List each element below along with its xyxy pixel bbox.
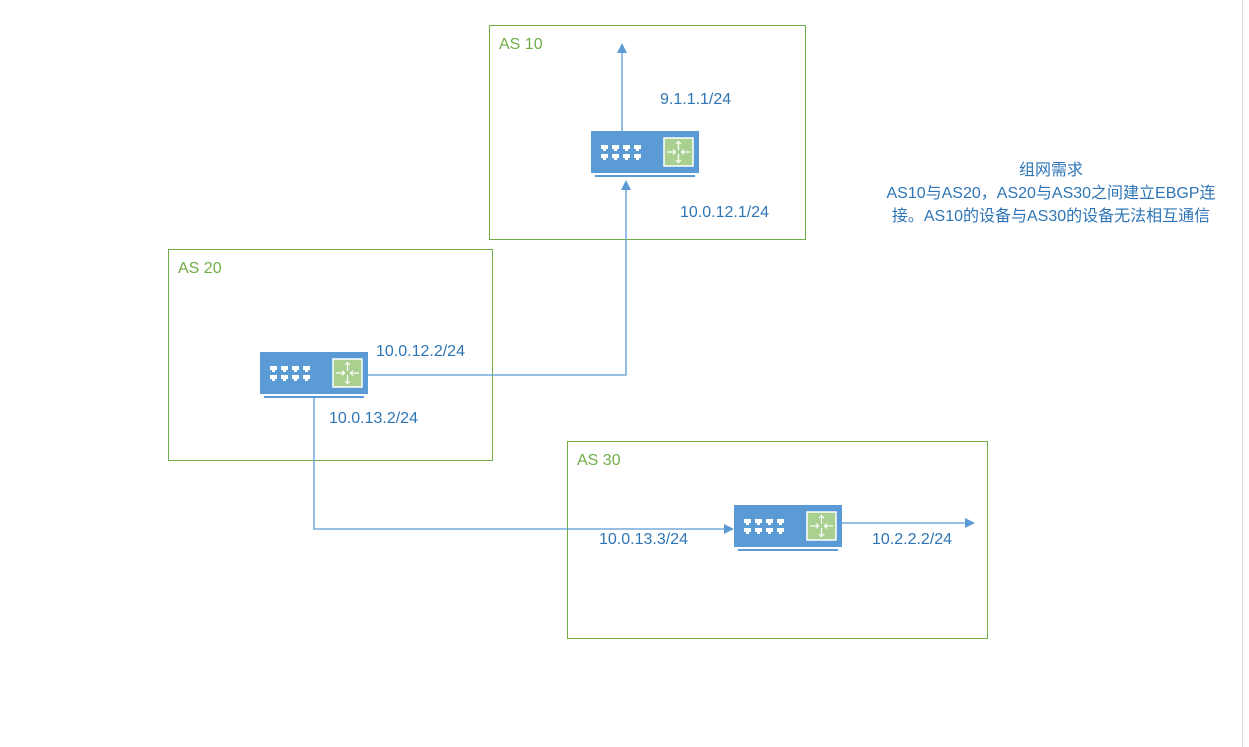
r3-uplink-ip: 10.2.2.2/24 (872, 531, 953, 548)
r2-r3-link (313, 396, 734, 534)
r1-to-r2-ip: 10.0.12.1/24 (680, 204, 769, 221)
as20-box (168, 249, 493, 461)
as30-box (567, 441, 988, 639)
requirements-block: 组网需求 AS10与AS20，AS20与AS30之间建立EBGP连 接。AS10… (866, 159, 1236, 228)
as10-label: AS 10 (499, 36, 543, 53)
r3-to-r2-ip: 10.0.13.3/24 (599, 531, 688, 548)
requirements-line2: 接。AS10的设备与AS30的设备无法相互通信 (891, 208, 1211, 225)
requirements-line1: AS10与AS20，AS20与AS30之间建立EBGP连 (886, 185, 1216, 202)
r2-to-r3-ip: 10.0.13.2/24 (329, 410, 418, 427)
router-r2-icon (259, 351, 369, 399)
page-edge-divider (1242, 0, 1243, 747)
r1-uplink-ip: 9.1.1.1/24 (660, 91, 732, 108)
as10-box (489, 25, 806, 240)
r2-r1-link (368, 180, 631, 376)
as30-label: AS 30 (577, 452, 621, 469)
as20-label: AS 20 (178, 260, 222, 277)
router-r1-icon (590, 130, 700, 178)
requirements-title: 组网需求 (1018, 162, 1083, 179)
router-r3-icon (733, 504, 843, 552)
r2-to-r1-ip: 10.0.12.2/24 (376, 343, 465, 360)
